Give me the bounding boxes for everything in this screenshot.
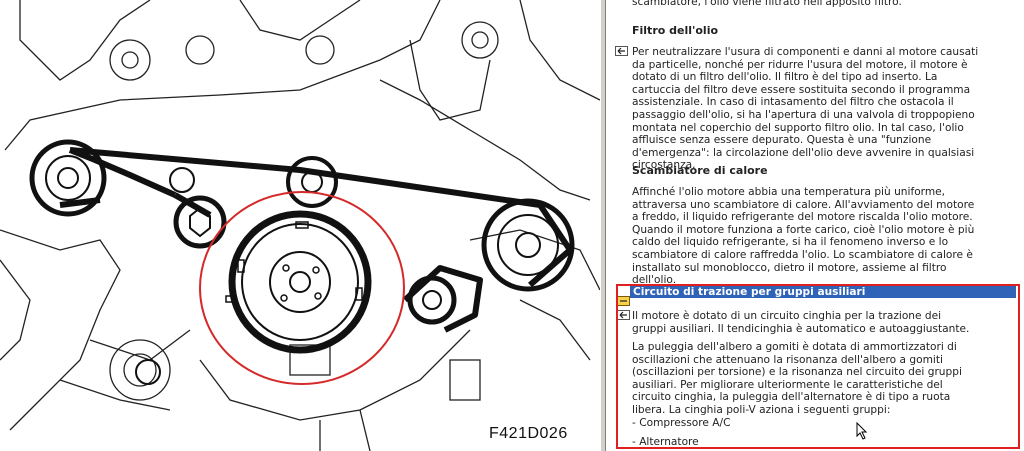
intro-tail-text: scambiatore, l'olio viene filtrato nell'… xyxy=(632,0,902,8)
pane-splitter[interactable] xyxy=(600,0,606,451)
annotation-circle xyxy=(199,191,405,385)
engine-diagram-pane: F421D026 xyxy=(0,0,600,451)
mouse-cursor-icon xyxy=(856,421,870,445)
section-link-icon[interactable] xyxy=(617,296,630,306)
list-item-alternator: - Alternatore xyxy=(632,436,699,448)
document-text-pane: scambiatore, l'olio viene filtrato nell'… xyxy=(606,0,1024,451)
aux-drive-paragraph: Il motore è dotato di un circuito cinghi… xyxy=(632,310,970,335)
heat-exchanger-heading: Scambiatore di calore xyxy=(632,164,768,177)
figure-code: F421D026 xyxy=(489,425,568,442)
filter-paragraph: Per neutralizzare l'usura di componenti … xyxy=(632,46,979,172)
pulley-paragraph: La puleggia dell'albero a gomiti è dotat… xyxy=(632,341,962,416)
list-item-compressor: - Compressore A/C xyxy=(632,417,731,429)
filter-heading: Filtro dell'olio xyxy=(632,24,719,37)
section-title-bar[interactable]: Circuito di trazione per gruppi ausiliar… xyxy=(630,286,1016,298)
link-arrow-icon[interactable] xyxy=(615,46,628,56)
belt-drive-diagram xyxy=(0,0,600,451)
heat-exchanger-paragraph: Affinché l'olio motore abbia una tempera… xyxy=(632,186,975,287)
link-arrow-icon[interactable] xyxy=(617,310,630,320)
